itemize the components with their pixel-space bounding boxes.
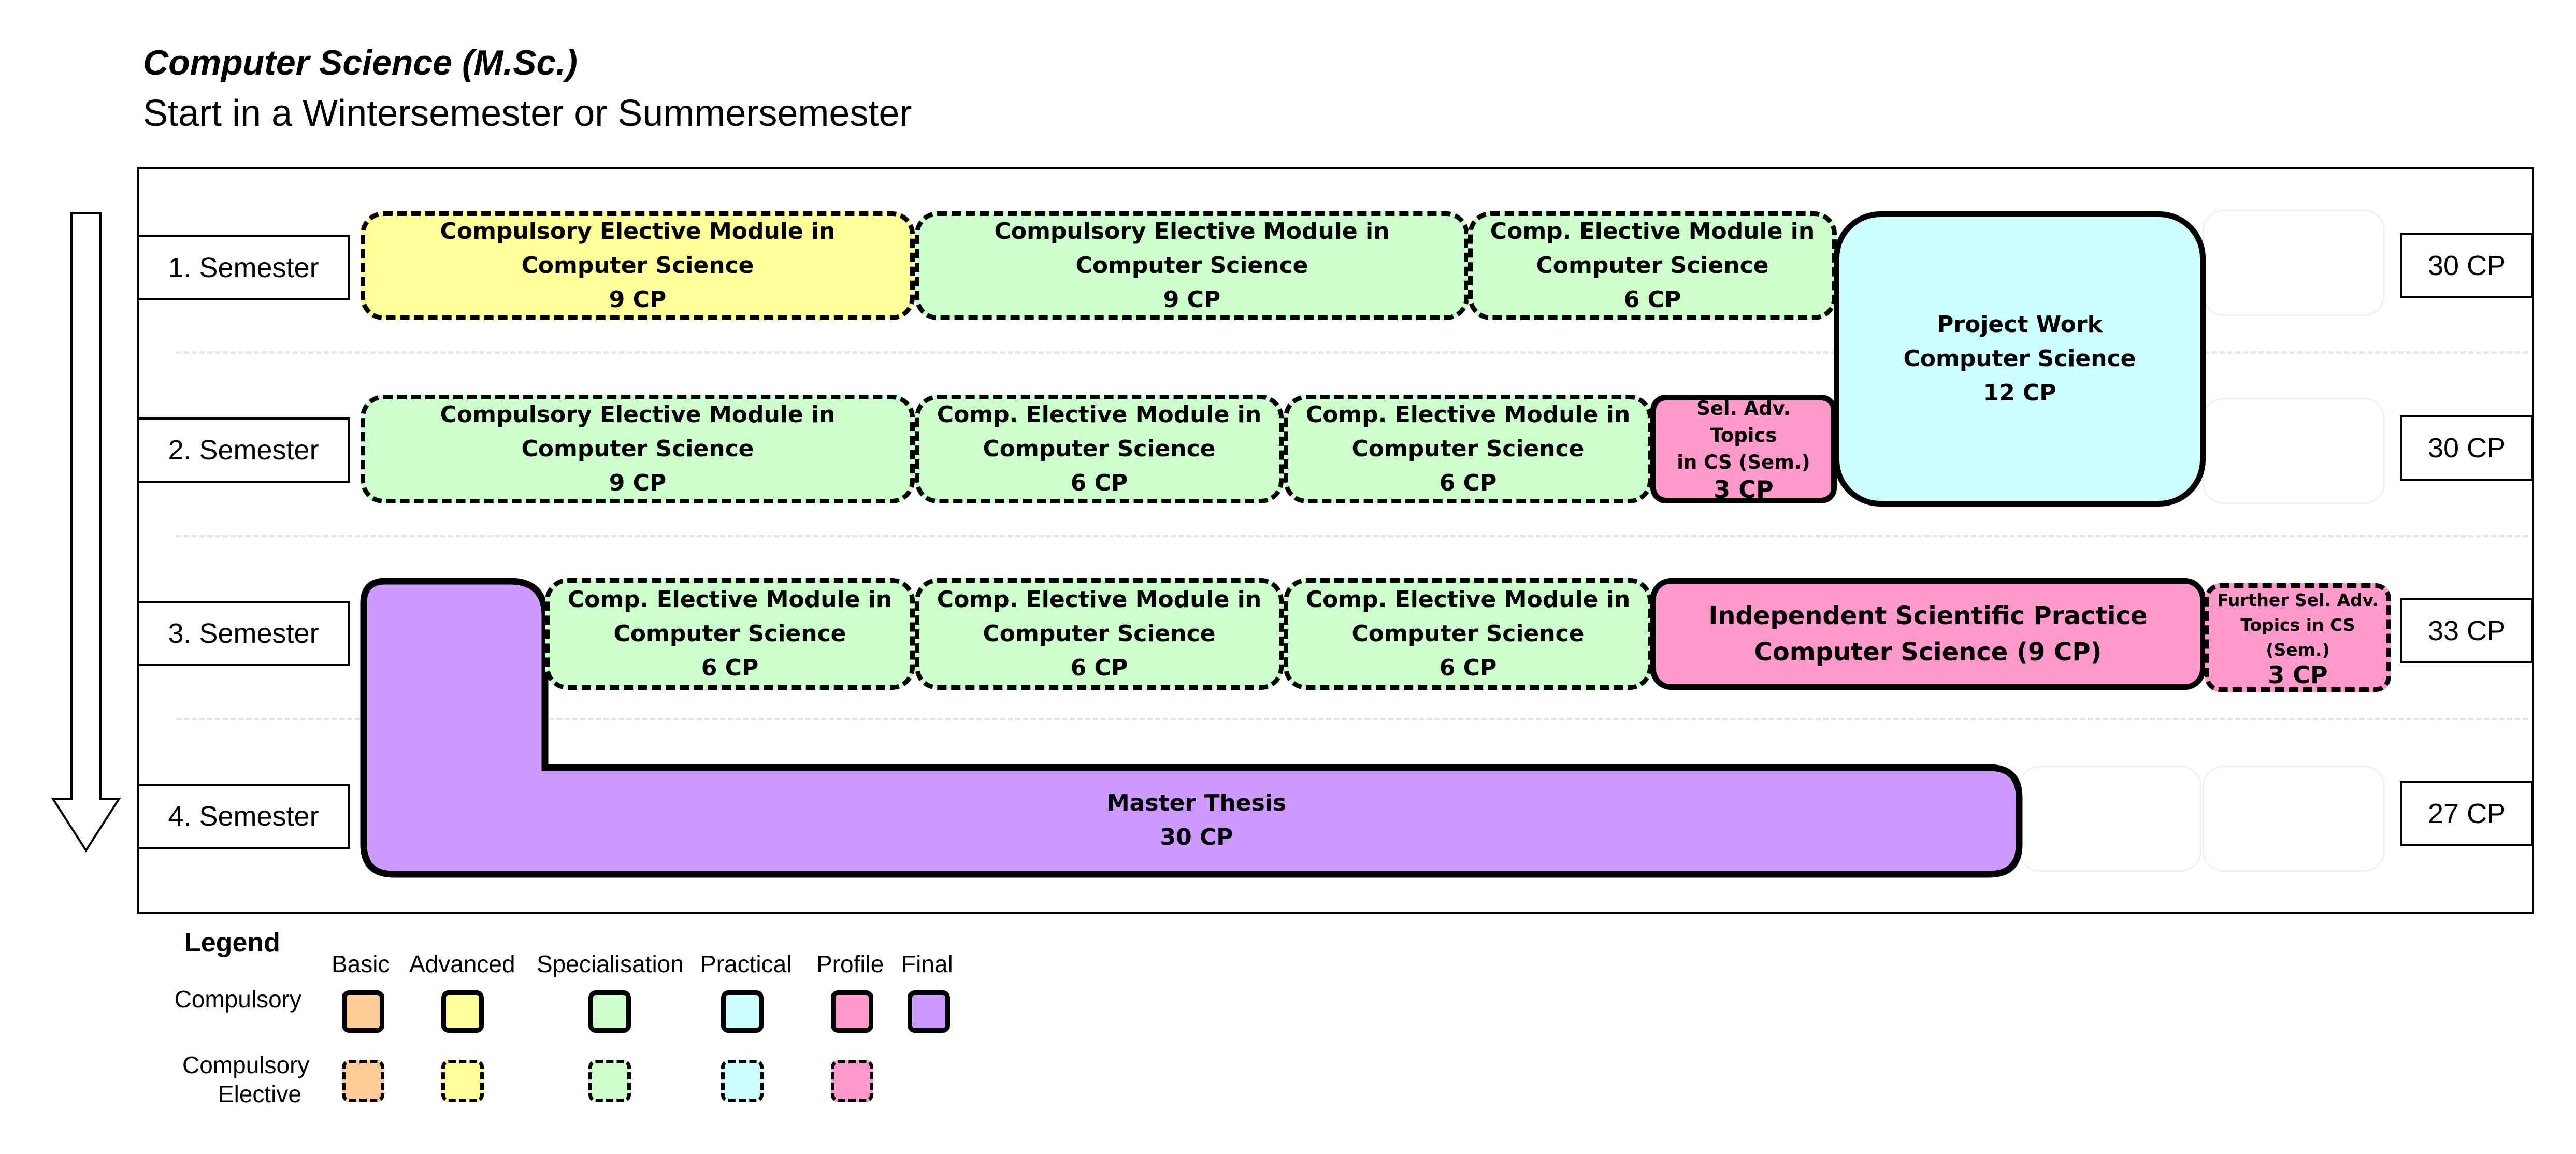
legend-swatch-basic-elective: [342, 1060, 384, 1102]
semester-label-4: 4. Semester: [137, 784, 350, 849]
legend-col-profile: Profile: [816, 950, 884, 977]
module-title: Master Thesis: [1106, 790, 1287, 816]
module-line: Computer Science: [521, 252, 754, 279]
legend-swatch-advanced-elective: [441, 1060, 484, 1102]
legend-col-final: Final: [901, 950, 953, 977]
module-line: Compulsory Elective Module in: [994, 218, 1390, 244]
semester-cp-4: 27 CP: [2400, 781, 2534, 846]
legend-swatch-specialisation-compulsory: [588, 990, 631, 1033]
module-compulsory-elective-cs-9cp: Compulsory Elective Module in Computer S…: [361, 395, 915, 503]
legend-col-practical: Practical: [700, 950, 792, 977]
module-comp-elective-cs-6cp: Comp. Elective Module in Computer Scienc…: [1284, 395, 1652, 503]
module-compulsory-elective-cs-9cp: Compulsory Elective Module in Computer S…: [915, 211, 1469, 320]
module-cp: 9 CP: [609, 286, 667, 313]
module-line: Project Work: [1937, 311, 2103, 338]
module-line: Computer Science: [613, 621, 846, 647]
module-line: Computer Science: [1903, 345, 2136, 372]
module-cp: 6 CP: [701, 655, 759, 681]
module-cp: 6 CP: [1070, 655, 1128, 681]
legend-row-compulsory-elective: Compulsory Elective: [131, 1050, 310, 1108]
master-thesis-shape: [360, 578, 2023, 878]
module-line: Further Sel. Adv.: [2217, 590, 2379, 610]
module-line: Computer Science: [521, 436, 754, 462]
module-line: Computer Science: [1536, 252, 1769, 279]
module-cp: 9 CP: [1163, 286, 1221, 313]
row-separator: [176, 351, 2528, 354]
legend-col-specialisation: Specialisation: [537, 950, 684, 977]
module-comp-elective-cs-6cp: Comp. Elective Module in Computer Scienc…: [915, 578, 1284, 690]
module-line: Sel. Adv. Topics: [1696, 397, 1791, 446]
module-compulsory-elective-cs-9cp: Compulsory Elective Module in Computer S…: [361, 211, 915, 320]
legend-col-advanced: Advanced: [409, 950, 515, 977]
module-line: Comp. Elective Module in: [1490, 218, 1815, 244]
legend-swatch-specialisation-elective: [588, 1060, 631, 1102]
module-cp: 6 CP: [1623, 286, 1681, 313]
module-cp: 3 CP: [1714, 475, 1774, 503]
page-title: Computer Science (M.Sc.): [143, 43, 578, 82]
empty-slot: [2019, 766, 2201, 872]
legend-swatch-profile-elective: [831, 1060, 873, 1102]
module-cp: 3 CP: [2268, 661, 2328, 689]
module-cp: 30 CP: [1160, 824, 1233, 850]
page-subtitle: Start in a Wintersemester or Summersemes…: [143, 93, 912, 134]
module-line: Comp. Elective Module in: [1305, 401, 1631, 428]
row-separator: [176, 535, 2528, 537]
legend-row-compulsory: Compulsory: [174, 986, 301, 1013]
semester-label-2: 2. Semester: [137, 417, 350, 483]
semester-cp-3: 33 CP: [2400, 598, 2534, 663]
module-sel-adv-topics-seminar: Sel. Adv. Topics in CS (Sem.) 3 CP: [1650, 395, 1837, 503]
module-cp: 6 CP: [1439, 655, 1497, 681]
module-line: Computer Science: [1075, 252, 1308, 279]
legend-swatch-practical-compulsory: [721, 990, 764, 1033]
module-line: Topics in CS (Sem.): [2240, 615, 2355, 660]
module-line: Independent Scientific Practice: [1708, 601, 2148, 630]
module-cp: 6 CP: [1070, 470, 1128, 496]
module-independent-scientific-practice: Independent Scientific Practice Computer…: [1650, 578, 2206, 690]
module-comp-elective-cs-6cp: Comp. Elective Module in Computer Scienc…: [1284, 578, 1652, 690]
module-cp: 9 CP: [609, 470, 667, 496]
module-cp: 6 CP: [1439, 470, 1497, 496]
empty-slot: [2203, 766, 2385, 872]
module-line: Computer Science: [983, 621, 1216, 647]
module-cp: 12 CP: [1983, 380, 2056, 406]
module-project-work: Project Work Computer Science 12 CP: [1834, 211, 2206, 507]
row-separator: [176, 718, 2528, 720]
legend-swatch-final-compulsory: [908, 990, 950, 1033]
module-line: Computer Science: [1351, 621, 1585, 647]
legend-swatch-practical-elective: [721, 1060, 764, 1102]
legend-title: Legend: [184, 928, 280, 958]
semester-label-1: 1. Semester: [137, 235, 350, 300]
module-line: in CS (Sem.): [1677, 451, 1810, 473]
module-comp-elective-cs-6cp: Comp. Elective Module in Computer Scienc…: [915, 395, 1284, 503]
legend-swatch-basic-compulsory: [342, 990, 384, 1033]
module-line: Comp. Elective Module in: [567, 586, 893, 613]
empty-slot: [2203, 210, 2385, 316]
module-line: Computer Science: [1351, 436, 1585, 462]
module-line: Computer Science (9 CP): [1754, 638, 2102, 667]
curriculum-frame: [137, 167, 2534, 914]
timeline-arrow-icon: [51, 212, 121, 853]
module-line: Comp. Elective Module in: [937, 401, 1262, 428]
master-thesis-module: Master Thesis 30 CP: [549, 772, 1844, 869]
semester-cp-1: 30 CP: [2400, 233, 2534, 298]
module-line: Comp. Elective Module in: [1305, 586, 1631, 613]
module-line: Comp. Elective Module in: [937, 586, 1262, 613]
legend-swatch-advanced-compulsory: [441, 990, 484, 1033]
legend-col-basic: Basic: [332, 950, 390, 977]
module-further-sel-adv-topics-seminar: Further Sel. Adv. Topics in CS (Sem.) 3 …: [2205, 583, 2391, 692]
semester-label-3: 3. Semester: [137, 601, 350, 666]
module-line: Computer Science: [983, 436, 1216, 462]
semester-cp-2: 30 CP: [2400, 415, 2534, 481]
module-line: Compulsory Elective Module in: [440, 218, 836, 244]
module-line: Compulsory Elective Module in: [440, 401, 836, 428]
legend-swatch-profile-compulsory: [831, 990, 873, 1033]
empty-slot: [2203, 398, 2385, 504]
module-comp-elective-cs-6cp: Comp. Elective Module in Computer Scienc…: [545, 578, 915, 690]
legend-row-label: Compulsory Elective: [182, 1051, 310, 1107]
module-comp-elective-cs-6cp: Comp. Elective Module in Computer Scienc…: [1468, 211, 1837, 320]
